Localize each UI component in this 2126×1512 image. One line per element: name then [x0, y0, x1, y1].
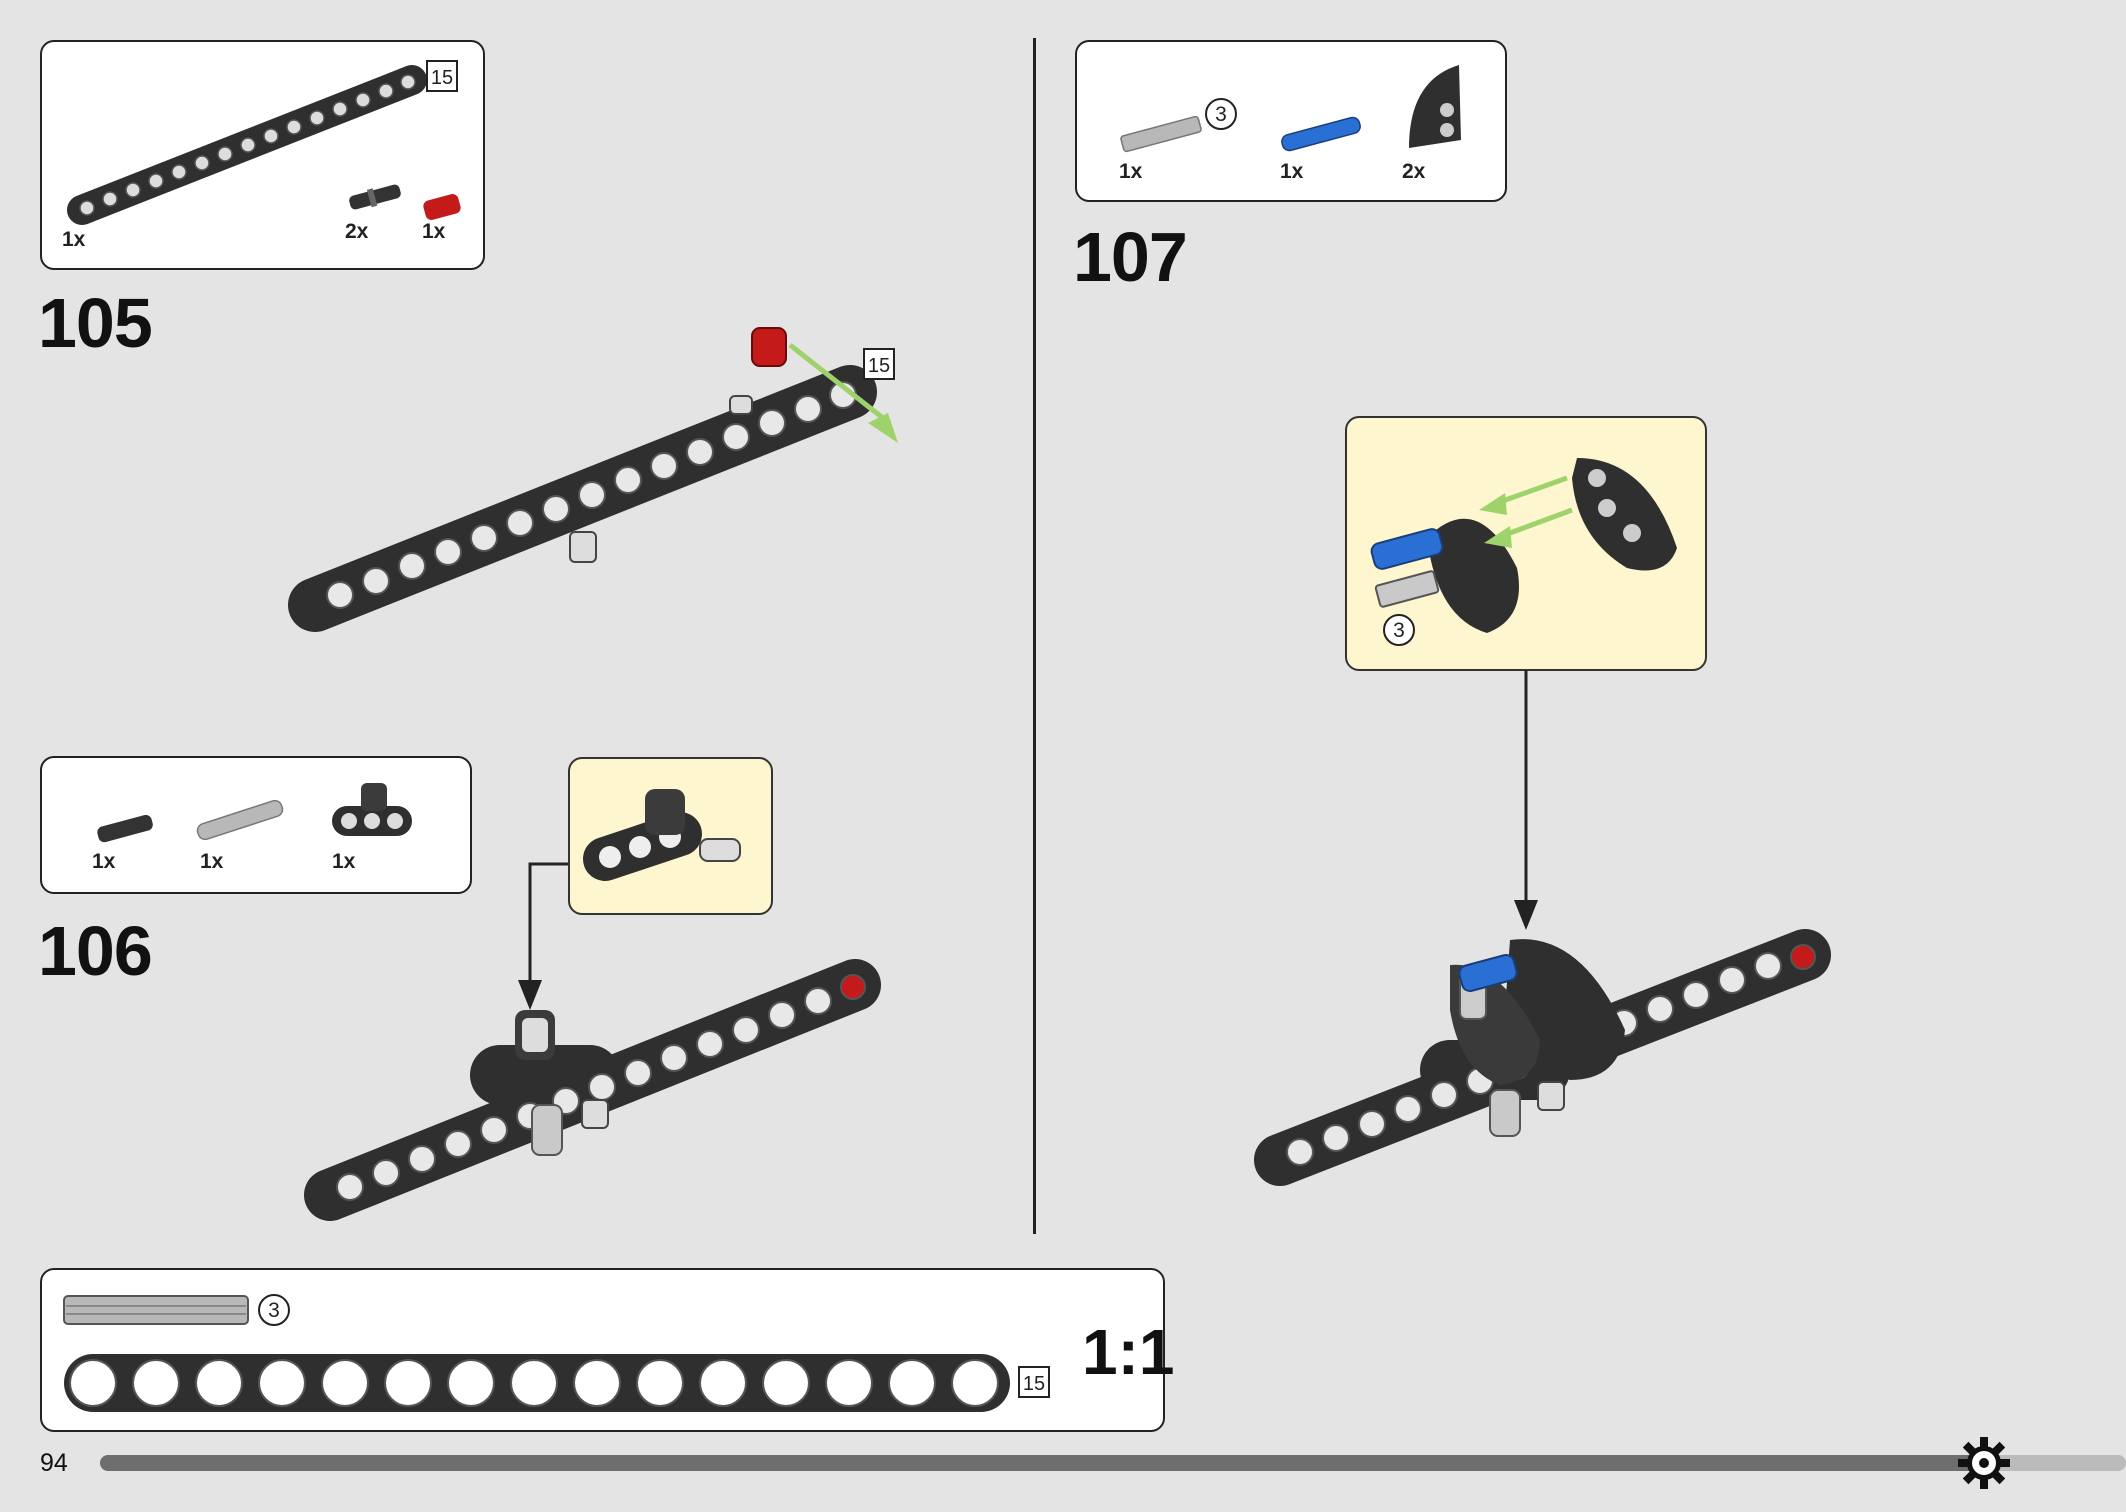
step-number: 106 — [38, 912, 153, 990]
black-curved-panel-icon — [1409, 65, 1461, 148]
progress-bar — [100, 1455, 1984, 1471]
step-106-callout — [568, 757, 773, 915]
gray-axle-3-icon — [1120, 115, 1202, 153]
part-qty: 1x — [422, 220, 446, 243]
step-number: 107 — [1073, 218, 1188, 296]
scale-beam-length: 15 — [1018, 1366, 1050, 1398]
red-pin-icon — [423, 194, 461, 220]
scale-axle-length: 3 — [258, 1294, 290, 1326]
step-106-model — [304, 959, 881, 1221]
part-qty: 1x — [62, 228, 86, 251]
column-divider — [1033, 38, 1036, 1234]
scale-ratio: 1:1 — [1082, 1316, 1175, 1388]
gear-icon — [1958, 1437, 2010, 1489]
part-qty: 1x — [1119, 160, 1143, 183]
callout-arrow — [1514, 670, 1538, 930]
technic-beam-15-scale-icon — [64, 1354, 1010, 1412]
scale-reference-box: 3 15 1:1 — [40, 1268, 1175, 1432]
step-107-callout: 3 — [1345, 416, 1707, 671]
step-105-parts-list: 15 1x 2x 1x — [40, 40, 485, 270]
gray-axle-pin-icon — [196, 799, 284, 841]
black-pin-icon — [349, 184, 401, 210]
step-106-parts-list: 1x 1x 1x — [40, 756, 472, 894]
part-qty: 1x — [1280, 160, 1304, 183]
part-qty: 2x — [1402, 160, 1426, 183]
part-qty: 1x — [92, 850, 116, 873]
gray-axle-3-icon — [63, 1295, 249, 1325]
step-107-model — [1254, 929, 1831, 1186]
step-105-model — [288, 327, 898, 632]
part-qty: 2x — [345, 220, 369, 243]
blue-pin-icon — [1281, 116, 1361, 152]
part-qty: 1x — [332, 850, 356, 873]
model-length-label: 15 — [863, 348, 895, 380]
callout-arrow — [518, 862, 568, 1010]
connector-detail — [583, 789, 741, 881]
black-connector-icon — [332, 783, 412, 836]
part-qty: 1x — [200, 850, 224, 873]
panel-assembly-detail — [1370, 458, 1677, 633]
step-number: 105 — [38, 284, 153, 362]
technic-beam-15-icon — [67, 65, 427, 225]
page-number: 94 — [40, 1449, 68, 1477]
step-107-parts-list: 3 1x 1x 2x — [1075, 40, 1507, 202]
beam-length-label: 15 — [426, 60, 458, 92]
axle-length-label: 3 — [1205, 98, 1237, 130]
black-pin-icon — [97, 814, 153, 843]
callout-axle-length: 3 — [1383, 614, 1415, 646]
